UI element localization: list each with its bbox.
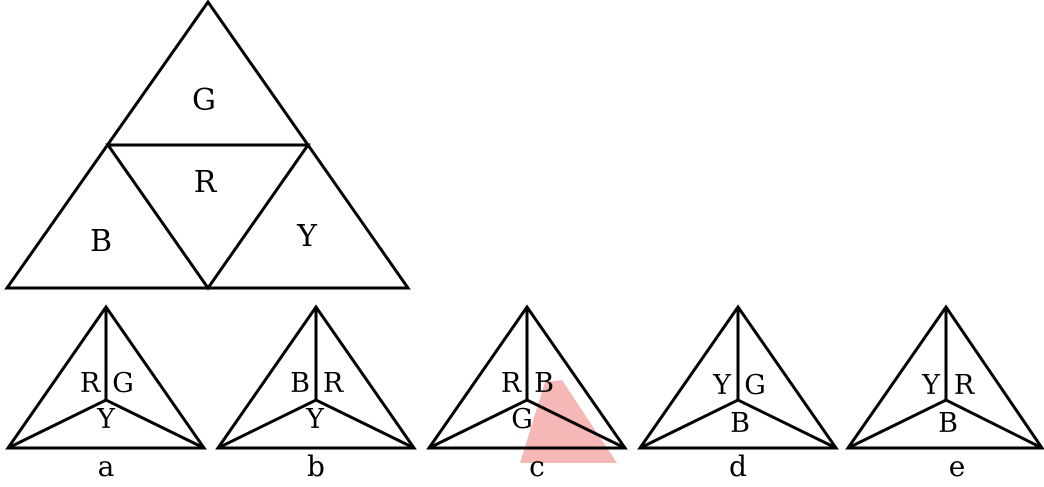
net-inner-triangle — [105, 143, 311, 291]
option-c-front-face: G — [511, 404, 533, 435]
option-e-front-face: B — [938, 408, 958, 439]
option-c-right-face: B — [534, 368, 554, 399]
option-b-front-face: Y — [305, 404, 325, 435]
option-a-letter: a — [98, 450, 115, 483]
net-face-center-label: R — [194, 165, 218, 200]
net-face-left-label: B — [90, 224, 112, 259]
option-c-letter: c — [529, 450, 545, 483]
option-d-front-face: B — [730, 408, 750, 439]
option-e-outline — [845, 304, 1044, 450]
option-c-outline — [426, 304, 628, 450]
option-b-ridges-base — [217, 398, 415, 450]
option-b-letter: b — [307, 450, 325, 483]
option-d[interactable]: Y G B d — [637, 304, 839, 483]
option-c-left-face: R — [501, 368, 522, 399]
tetrahedron-net: G R B Y — [4, 0, 411, 291]
option-a-right-face: G — [112, 368, 134, 399]
option-b[interactable]: B R Y b — [215, 304, 417, 483]
option-d-right-face: G — [744, 370, 766, 401]
option-b-right-face: R — [323, 368, 344, 399]
option-a[interactable]: R G Y a — [5, 304, 207, 483]
option-e-left-face: Y — [921, 370, 941, 401]
option-a-ridges-base — [7, 398, 205, 450]
option-c[interactable]: R B G c — [426, 304, 628, 483]
option-e-letter: e — [949, 450, 966, 483]
option-b-outline — [215, 304, 417, 450]
net-face-top-label: G — [192, 83, 216, 118]
option-c-ridges-base — [428, 398, 626, 450]
option-e[interactable]: Y R B e — [845, 304, 1044, 483]
option-e-right-face: R — [954, 370, 975, 401]
option-e-ridges-base — [847, 398, 1043, 450]
option-b-left-face: B — [290, 368, 310, 399]
option-d-ridges-base — [639, 398, 837, 450]
net-face-right-label: Y — [296, 219, 318, 254]
option-a-left-face: R — [80, 368, 101, 399]
option-d-left-face: Y — [712, 370, 732, 401]
option-d-letter: d — [729, 450, 747, 483]
option-a-front-face: Y — [96, 404, 116, 435]
option-d-outline — [637, 304, 839, 450]
option-a-outline — [5, 304, 207, 450]
